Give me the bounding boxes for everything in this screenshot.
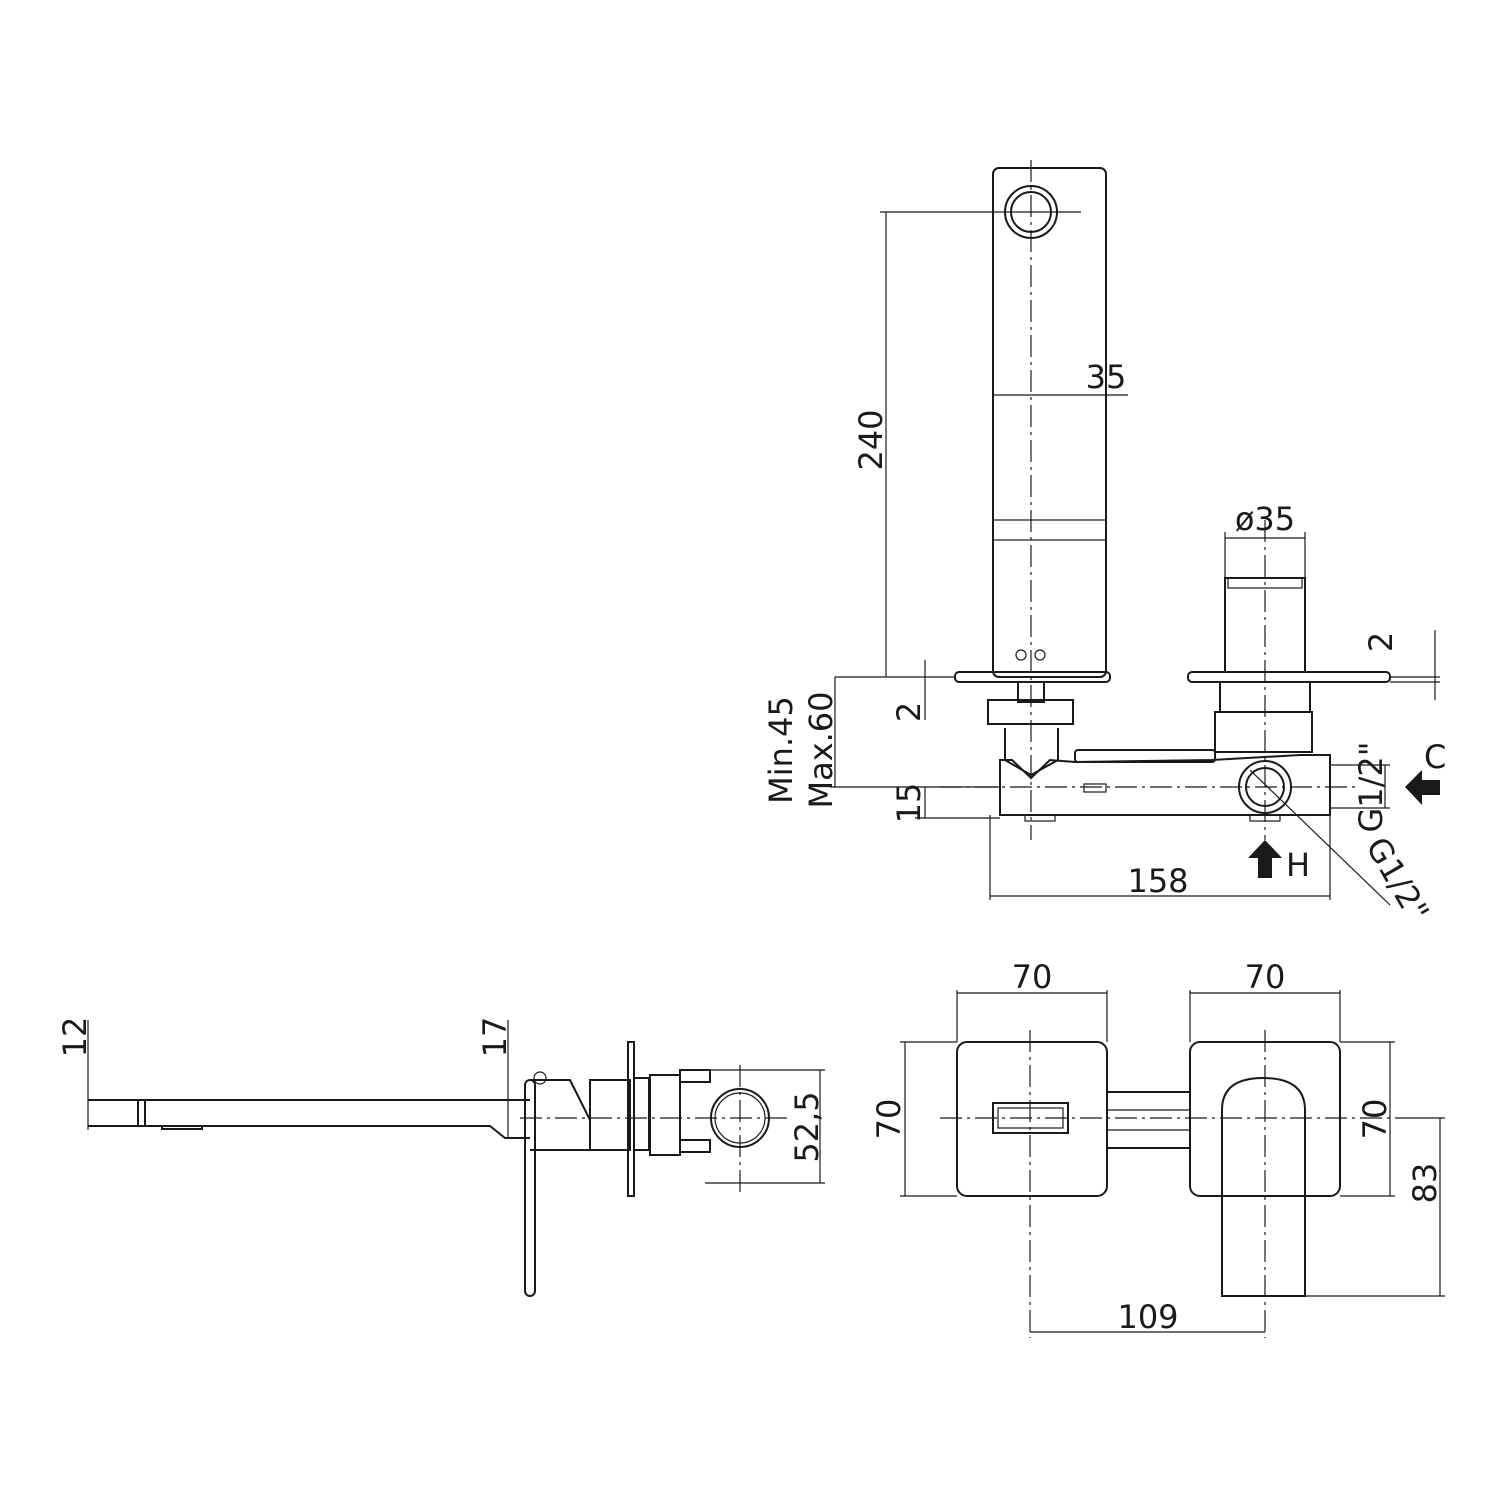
dim-spout-height: 12 (56, 1017, 94, 1058)
dim-max-depth: Max.60 (802, 691, 840, 808)
screw (1034, 649, 1046, 661)
aerator (161, 1125, 203, 1130)
spout-connector-flange (987, 699, 1074, 725)
inlet-fitting-inner (1245, 767, 1285, 807)
body-sleeve (589, 1079, 631, 1151)
dim-spout-length: 240 (852, 409, 890, 470)
spout-outlet-neck (1004, 728, 1059, 777)
dim-spout-base-height: 17 (476, 1017, 514, 1058)
body-rib (1074, 749, 1216, 763)
handle-screw (533, 1071, 547, 1085)
dim-handle-length: 83 (1406, 1163, 1444, 1204)
connector-pipe (1106, 1091, 1191, 1149)
dim-plate-left-width: 70 (1012, 958, 1053, 996)
mixer-plate (1187, 671, 1391, 683)
spout-plate-front (956, 1041, 1108, 1197)
spout-side (88, 1099, 530, 1139)
dim-center-distance: 109 (1117, 1298, 1178, 1336)
handle-lever (524, 1079, 536, 1297)
cartridge-cap (1227, 577, 1303, 589)
inlet-fitting (1238, 760, 1292, 814)
dim-body-height: 52,5 (788, 1091, 826, 1162)
dim-plate-right-height: 70 (1356, 1099, 1394, 1140)
spout-band (992, 519, 1107, 541)
dim-spout-width: 35 (1086, 358, 1127, 396)
dim-plate-thickness-left: 2 (890, 702, 928, 722)
body-marker (1083, 783, 1107, 793)
dim-cartridge-diameter: ø35 (1235, 500, 1295, 538)
dim-min-depth: Min.45 (762, 696, 800, 804)
dim-inlet-thread-bottom: G1/2" (1358, 831, 1436, 929)
front-view: 70 70 70 70 83 109 (870, 958, 1445, 1338)
dim-inlet-thread-side: G1/2" (1352, 741, 1390, 832)
cold-arrow-icon (1405, 770, 1440, 805)
spout-connector (1017, 681, 1045, 703)
screw (1015, 649, 1027, 661)
hot-arrow-icon (1248, 840, 1282, 878)
cold-label: C (1424, 738, 1446, 776)
body-foot (1249, 814, 1281, 822)
dim-plate-thickness-right: 2 (1362, 632, 1400, 652)
dim-body-length: 158 (1127, 862, 1188, 900)
side-view: 52,5 12 17 (56, 1017, 826, 1297)
body-foot (1024, 814, 1056, 822)
handle-body (530, 1079, 591, 1151)
hot-label: H (1286, 846, 1310, 884)
top-view: 240 35 ø35 2 Min.45 Max.60 2 15 158 G1/2… (762, 160, 1446, 928)
dim-plate-left-height: 70 (870, 1099, 908, 1140)
spout-top (992, 167, 1107, 678)
dim-body-offset: 15 (890, 783, 928, 824)
dim-plate-right-width: 70 (1245, 958, 1286, 996)
cartridge-housing (1214, 711, 1313, 753)
handle-front (1221, 1076, 1306, 1297)
